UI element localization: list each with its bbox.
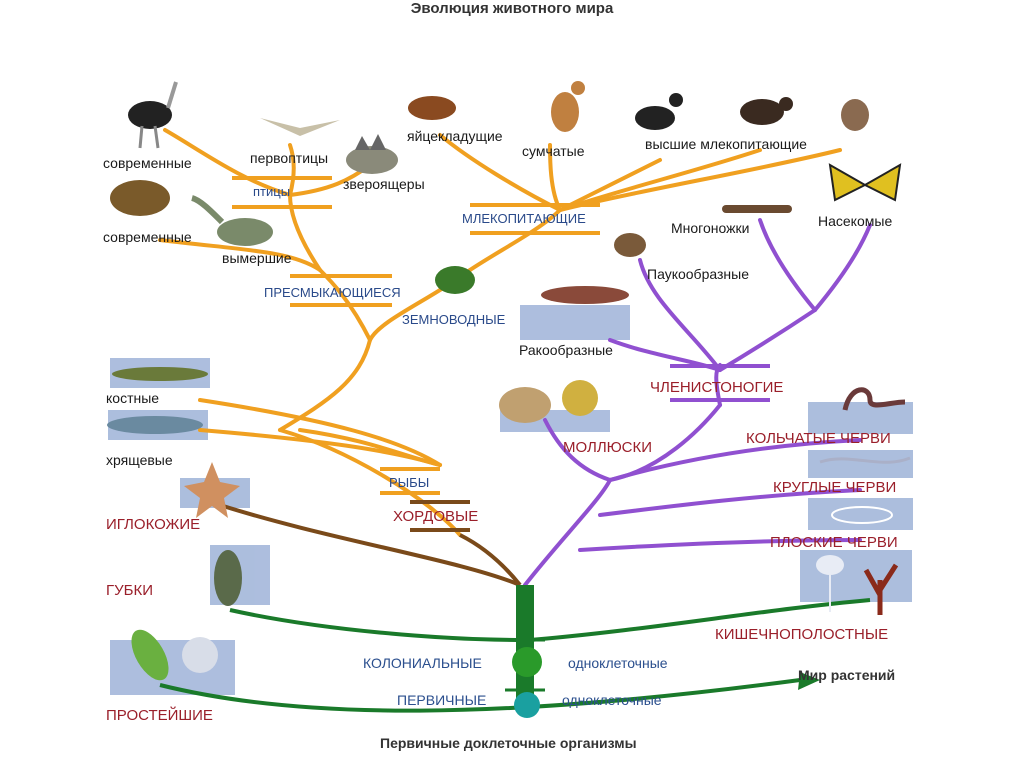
- jellyfish-icon: [816, 555, 844, 612]
- label-modern-reptiles: современные: [103, 229, 192, 245]
- label-roundworms: КРУГЛЫЕ ЧЕРВИ: [773, 479, 897, 496]
- label-arthropods: ЧЛЕНИСТОНОГИЕ: [650, 379, 784, 396]
- stegosaur-icon: [346, 134, 398, 174]
- label-extinct: вымершие: [222, 250, 292, 266]
- tortoise-icon: [110, 180, 170, 216]
- coral-icon: [863, 563, 899, 615]
- label-unicellular-primary: одноклеточные: [562, 692, 662, 708]
- label-amphibians: ЗЕМНОВОДНЫЕ: [402, 312, 506, 327]
- starfish-icon: [184, 462, 240, 518]
- diagram-title: Эволюция животного мира: [410, 0, 614, 17]
- trunk: [159, 585, 871, 713]
- moose-icon: [740, 97, 793, 125]
- shark-icon: [107, 416, 203, 434]
- label-bony-fish: костные: [106, 390, 160, 406]
- water-backgrounds: [108, 305, 913, 695]
- roundworm-icon: [819, 456, 911, 464]
- chordate-branches: [158, 128, 842, 537]
- earthworm-icon: [842, 387, 906, 411]
- label-crustaceans: Ракообразные: [519, 342, 613, 358]
- crayfish-icon: [541, 286, 629, 304]
- dog-icon: [635, 93, 683, 130]
- label-marsupials: сумчатые: [522, 143, 585, 159]
- label-monotremes: яйцекладущие: [407, 128, 503, 144]
- centipede-icon: [722, 205, 792, 213]
- label-flatworms: ПЛОСКИЕ ЧЕРВИ: [770, 534, 898, 551]
- frog-icon: [435, 266, 475, 294]
- pike-icon: [112, 367, 208, 381]
- label-mammals: МЛЕКОПИТАЮЩИЕ: [462, 211, 586, 226]
- pterosaur-icon: [260, 118, 340, 136]
- primary-cell-icon: [514, 692, 540, 718]
- label-colonial: КОЛОНИАЛЬНЫЕ: [363, 655, 482, 671]
- label-fish: РЫБЫ: [389, 475, 430, 490]
- dinosaur-icon: [191, 195, 273, 246]
- flatworm-icon: [831, 506, 893, 524]
- label-annelids: КОЛЬЧАТЫЕ ЧЕРВИ: [746, 430, 891, 447]
- label-birds: птицы: [253, 184, 291, 199]
- echinoderm-branch: [219, 503, 521, 587]
- sponge-icon: [214, 550, 242, 606]
- label-placentals: высшие млекопитающие: [645, 136, 807, 152]
- label-reptiles: ПРЕСМЫКАЮЩИЕСЯ: [264, 285, 401, 300]
- chordate-stem: [459, 533, 522, 587]
- label-echinoderms: ИГЛОКОЖИЕ: [106, 516, 201, 533]
- label-cartilaginous-fish: хрящевые: [106, 452, 173, 468]
- kangaroo-icon: [551, 81, 585, 132]
- primate-icon: [841, 99, 869, 131]
- label-plant-world: Мир растений: [798, 667, 896, 683]
- label-primary: ПЕРВИЧНЫЕ: [397, 692, 487, 708]
- label-protozoa: ПРОСТЕЙШИЕ: [106, 707, 213, 724]
- label-insects: Насекомые: [818, 213, 893, 229]
- platypus-icon: [408, 96, 456, 120]
- label-proto-birds: первоптицы: [250, 150, 329, 166]
- label-modern-birds: современные: [103, 155, 192, 171]
- label-unicellular-colonial: одноклеточные: [568, 655, 668, 671]
- chordate-node-brown: [410, 500, 470, 532]
- ostrich-icon: [128, 81, 178, 149]
- chordate-nodes: [232, 176, 600, 495]
- amoeba-icon: [131, 629, 218, 681]
- label-molluscs: МОЛЛЮСКИ: [563, 439, 653, 456]
- label-chordates: ХОРДОВЫЕ: [393, 508, 479, 525]
- butterfly-icon: [828, 163, 902, 202]
- label-cnidarians: КИШЕЧНОПОЛОСТНЫЕ: [715, 626, 889, 643]
- label-myriapods: Многоножки: [671, 220, 750, 236]
- label-beast-lizards: звероящеры: [343, 176, 425, 192]
- label-sponges: ГУБКИ: [106, 582, 154, 599]
- label-precellular: Первичные доклеточные организмы: [380, 735, 637, 751]
- spider-icon: [614, 233, 646, 257]
- colonial-cell-icon: [512, 647, 542, 677]
- invertebrate-nodes: [670, 364, 770, 402]
- snail-icon: [499, 380, 598, 423]
- label-arachnids: Паукообразные: [647, 266, 749, 282]
